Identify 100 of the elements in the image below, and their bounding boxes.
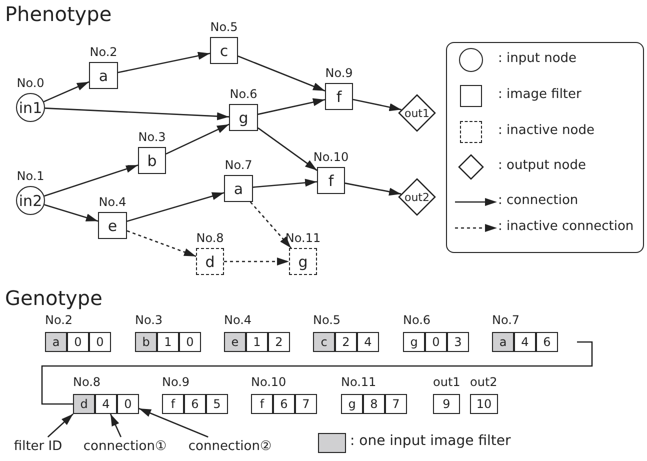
gene-cell: 6	[536, 332, 558, 352]
gene-number: No.4	[224, 313, 252, 329]
section-heading: Phenotype	[5, 2, 112, 28]
gene-cell: 1	[157, 332, 179, 352]
gene-cell: f	[251, 394, 273, 414]
leader-arrow	[47, 414, 74, 438]
output-node-diamond: out2	[398, 178, 436, 216]
gene-cell: 4	[95, 394, 117, 414]
gene-cell: 4	[514, 332, 536, 352]
input-node-circle: in2	[16, 186, 45, 215]
gene-cell: 0	[179, 332, 201, 352]
node-number: No.5	[209, 20, 239, 35]
callout-text: filter ID	[12, 437, 64, 455]
gene-cell: 0	[425, 332, 447, 352]
legend-text: : inactive connection	[498, 219, 634, 236]
gene-cell: 7	[295, 394, 317, 414]
arrow	[44, 81, 90, 102]
arrow	[252, 178, 318, 188]
gene-cell: 0	[117, 394, 139, 414]
legend-text: : connection	[498, 193, 578, 210]
dashed-arrow	[126, 230, 196, 257]
node-number: No.9	[324, 66, 354, 81]
gene-cell: a	[492, 332, 514, 352]
filter-box: e	[98, 212, 127, 239]
gene-cell: d	[73, 394, 95, 414]
gene-cell: 8	[363, 394, 385, 414]
node-number: No.4	[98, 195, 128, 210]
legend-text: : inactive node	[498, 123, 594, 140]
arrow	[44, 164, 138, 197]
gene-number: out1	[433, 375, 460, 391]
gene-number: No.10	[251, 375, 286, 391]
gene-cell: f	[162, 394, 184, 414]
gene-number: out2	[470, 375, 498, 391]
filter-box: g	[229, 104, 258, 131]
arrow	[258, 127, 318, 171]
gene-cell: 4	[357, 332, 379, 352]
gene-number: No.6	[403, 313, 431, 329]
node-number: No.3	[137, 130, 167, 145]
gene-cell: e	[224, 332, 246, 352]
callout-text: connection②	[183, 437, 277, 455]
gene-number: No.9	[162, 375, 190, 391]
filter-box: a	[224, 175, 253, 202]
node-number: No.2	[88, 45, 118, 60]
arrow	[118, 52, 210, 74]
filter-box: b	[138, 147, 166, 174]
gene-number: No.8	[73, 375, 101, 391]
node-number: No.1	[16, 169, 46, 184]
node-number: No.7	[224, 158, 254, 173]
gene-cell: 0	[67, 332, 89, 352]
arrow	[258, 98, 326, 115]
node-number: No.0	[16, 76, 46, 91]
filter-box: c	[210, 37, 238, 64]
arrow	[238, 56, 326, 92]
filter-box: f	[317, 167, 345, 194]
legend-text: : input node	[498, 51, 577, 68]
node-number: No.11	[284, 231, 322, 246]
gene-cell: g	[403, 332, 425, 352]
gene-cell: a	[45, 332, 67, 352]
gene-cell: 10	[470, 394, 498, 414]
gene-number: No.7	[492, 313, 520, 329]
gene-number: No.11	[341, 375, 376, 391]
gene-cell: g	[341, 394, 363, 414]
dashed-arrow	[250, 202, 292, 248]
filter-box: a	[89, 62, 118, 89]
arrow	[44, 204, 98, 222]
gene-cell: 7	[385, 394, 407, 414]
leader-arrow	[110, 414, 122, 438]
leader-arrow	[138, 408, 208, 438]
gene-cell: 6	[184, 394, 206, 414]
callout-text: connection①	[78, 437, 172, 455]
section-heading: Genotype	[5, 286, 102, 312]
gene-cell: 3	[447, 332, 469, 352]
inactive-filter-box: g	[289, 248, 317, 275]
gene-cell: 5	[206, 394, 228, 414]
gene-cell: 9	[433, 394, 460, 414]
gene-cell: c	[313, 332, 335, 352]
input-node-circle: in1	[16, 93, 45, 122]
arrow	[352, 98, 402, 112]
gene-number: No.5	[313, 313, 341, 329]
arrow	[126, 192, 224, 222]
output-node-diamond: out1	[398, 94, 436, 132]
filter-box: f	[325, 83, 353, 110]
legend-text: : output node	[498, 158, 586, 175]
gene-number: No.2	[45, 313, 73, 329]
arrow	[166, 124, 230, 154]
gene-cell: 2	[268, 332, 290, 352]
inactive-filter-box: d	[196, 248, 224, 275]
node-number: No.8	[195, 231, 225, 246]
gene-cell: 6	[273, 394, 295, 414]
legend-text: : one input image filter	[350, 433, 511, 451]
dashed-arrow	[224, 258, 289, 266]
node-number: No.10	[312, 150, 350, 165]
arrow	[44, 108, 230, 120]
gene-cell: 0	[89, 332, 111, 352]
gene-cell: 2	[335, 332, 357, 352]
arrow	[344, 182, 402, 196]
legend-text: : image filter	[498, 87, 582, 104]
gene-cell: 1	[246, 332, 268, 352]
node-number: No.6	[228, 87, 258, 102]
gene-number: No.3	[135, 313, 163, 329]
